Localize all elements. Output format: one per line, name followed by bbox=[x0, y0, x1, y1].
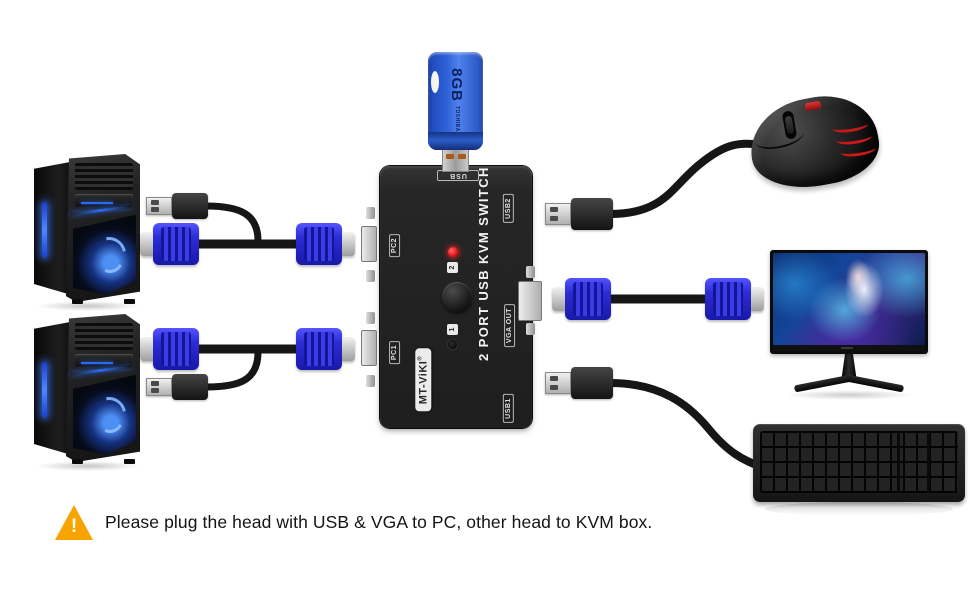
cable-keyboard-usb bbox=[606, 379, 776, 474]
vga-port-screw bbox=[366, 312, 375, 324]
usb-metal-tip bbox=[545, 203, 571, 225]
port2-active-led bbox=[448, 247, 458, 257]
flash-brand: TOSHIBA bbox=[454, 105, 460, 132]
vga-port-screw bbox=[526, 323, 535, 335]
monitor-logo bbox=[841, 347, 854, 349]
flash-drive-usb-connector bbox=[442, 148, 469, 172]
button-label-2: 2 bbox=[447, 262, 458, 273]
vga-plug-shell bbox=[565, 278, 611, 320]
pc1-vga-port bbox=[361, 330, 377, 366]
tower-foot bbox=[124, 299, 135, 304]
pc-tower-1 bbox=[32, 152, 144, 311]
keyboard bbox=[753, 424, 965, 516]
vga-metal-tip bbox=[140, 337, 153, 361]
usb-plug-body bbox=[571, 367, 613, 399]
usb-flash-drive: 8GB TOSHIBA bbox=[428, 52, 483, 172]
mouse-usb-plug bbox=[545, 198, 613, 230]
drive-bay bbox=[74, 193, 134, 208]
pc-tower-2-side-panel bbox=[34, 322, 70, 455]
pc2-vga-port bbox=[361, 226, 377, 262]
pc2-cable-vga-plug bbox=[140, 223, 199, 265]
pc1-cable-usb-plug bbox=[146, 374, 208, 400]
vga-metal-tip bbox=[342, 232, 355, 256]
drive-bay bbox=[74, 353, 134, 368]
port-label-vga-out: VGA OUT bbox=[504, 303, 516, 348]
cable-mouse-usb bbox=[606, 139, 776, 218]
pc-tower-2 bbox=[32, 312, 144, 471]
pc-tower-1-front-panel bbox=[66, 154, 140, 302]
monitor-chin bbox=[773, 345, 925, 351]
monitor-shadow bbox=[784, 390, 914, 400]
side-window-fan-glow bbox=[72, 374, 137, 455]
tower-foot bbox=[72, 299, 83, 304]
vga-metal-tip bbox=[751, 287, 764, 311]
usb-metal-tip bbox=[146, 197, 172, 215]
keyboard-usb-plug bbox=[545, 367, 613, 399]
usb-plug-body bbox=[571, 198, 613, 230]
kvm-switch: USB 2 PORT USB KVM SWITCH PC2 PC1 USB2 V… bbox=[361, 166, 542, 428]
vga-port-screw bbox=[366, 270, 375, 282]
tower-foot bbox=[124, 459, 135, 464]
vga-port-screw bbox=[366, 207, 375, 219]
mouse bbox=[743, 87, 885, 197]
monitor-cable-monitor-side-vga-plug bbox=[705, 278, 764, 320]
vga-plug-shell bbox=[705, 278, 751, 320]
pc2-cable-usb-plug bbox=[146, 193, 208, 219]
pc-tower-2-shadow bbox=[36, 461, 140, 471]
flash-capacity: 8GB bbox=[448, 68, 466, 102]
usb-metal-tip bbox=[545, 372, 571, 394]
side-window-fan-glow bbox=[72, 214, 137, 295]
vga-port-screw bbox=[526, 266, 535, 278]
pc-tower-2-front-panel bbox=[66, 314, 140, 462]
pc-tower-1-shadow bbox=[36, 301, 140, 311]
pc1-kvm-side-vga-plug bbox=[296, 328, 355, 370]
monitor-screen-artwork bbox=[773, 253, 925, 345]
vga-plug-shell bbox=[296, 328, 342, 370]
pc1-cable-vga-plug bbox=[140, 328, 199, 370]
port-label-usb2: USB2 bbox=[502, 194, 514, 223]
monitor-bezel bbox=[770, 250, 928, 354]
button-label-1: 1 bbox=[447, 324, 458, 335]
registered-mark: ® bbox=[417, 355, 424, 361]
usb-plug-body bbox=[172, 193, 208, 219]
vga-metal-tip bbox=[552, 287, 565, 311]
vga-plug-shell bbox=[153, 223, 199, 265]
vga-plug-shell bbox=[296, 223, 342, 265]
pc2-kvm-side-vga-plug bbox=[296, 223, 355, 265]
vga-plug-shell bbox=[153, 328, 199, 370]
monitor bbox=[770, 250, 928, 402]
brand-label: MT-ViKI® bbox=[415, 348, 432, 412]
cable-pc2-usb-pigtail bbox=[202, 202, 262, 245]
vga-metal-tip bbox=[342, 337, 355, 361]
usb-metal-tip bbox=[146, 378, 172, 396]
vga-metal-tip bbox=[140, 232, 153, 256]
port-label-usb1: USB1 bbox=[502, 394, 514, 423]
warning-note-text: Please plug the head with USB & VGA to P… bbox=[105, 512, 653, 532]
port-label-pc1: PC1 bbox=[389, 340, 401, 365]
monitor-cable-kvm-side-vga-plug bbox=[552, 278, 611, 320]
port-label-pc2: PC2 bbox=[389, 233, 401, 258]
brand-text: MT-ViKI bbox=[417, 360, 430, 405]
pc-tower-1-side-panel bbox=[34, 162, 70, 295]
flash-drive-text: 8GB TOSHIBA bbox=[447, 65, 467, 135]
front-vents bbox=[74, 162, 134, 190]
front-vents bbox=[74, 322, 134, 350]
tower-foot bbox=[72, 459, 83, 464]
kvm-title: 2 PORT USB KVM SWITCH bbox=[476, 166, 491, 361]
flash-drive-cap bbox=[428, 132, 483, 150]
usb-plug-body bbox=[172, 374, 208, 400]
vga-port-screw bbox=[366, 375, 375, 387]
flash-drive-loop-hole bbox=[431, 71, 439, 93]
keyboard-keys bbox=[760, 431, 958, 493]
kvm-select-button bbox=[442, 282, 472, 312]
vga-out-port bbox=[518, 281, 542, 321]
warning-exclamation-mark: ! bbox=[70, 516, 78, 537]
port1-inactive-led bbox=[448, 340, 457, 349]
keyboard-reflection bbox=[765, 502, 953, 516]
cable-pc1-usb-pigtail bbox=[202, 348, 262, 391]
